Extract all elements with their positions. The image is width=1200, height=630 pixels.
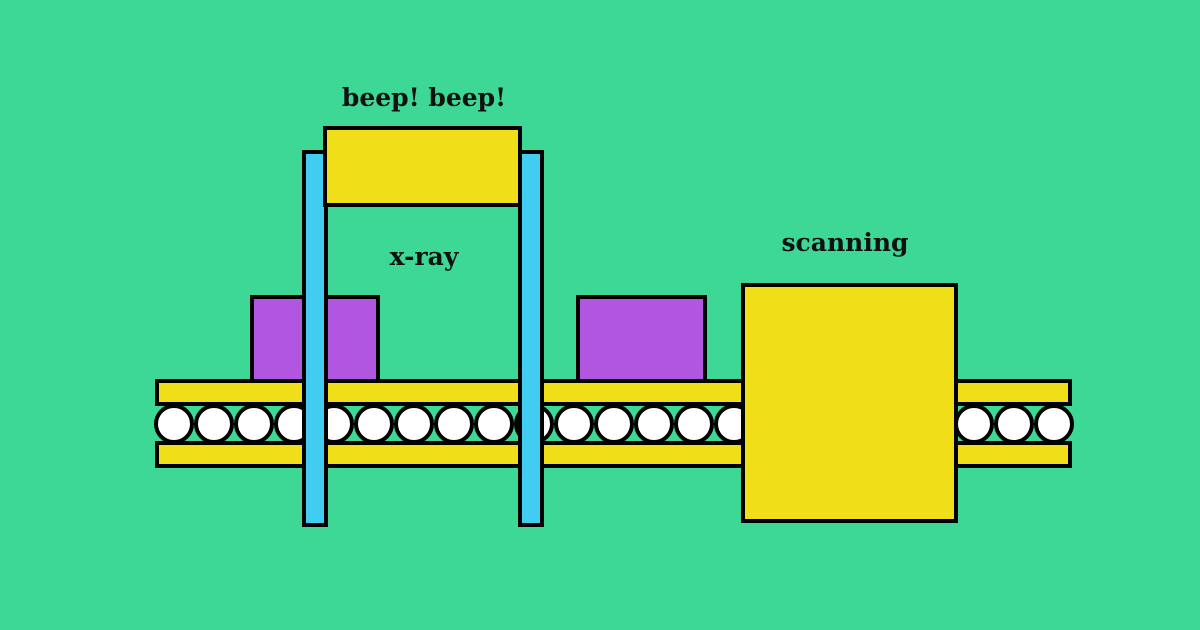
xray-label: x-ray bbox=[390, 242, 460, 271]
scanner-machine bbox=[741, 283, 958, 523]
roller bbox=[194, 404, 234, 444]
roller bbox=[1034, 404, 1074, 444]
roller bbox=[674, 404, 714, 444]
xray-beeper-beam bbox=[323, 126, 522, 207]
xray-right-pillar bbox=[518, 150, 544, 527]
roller bbox=[554, 404, 594, 444]
roller bbox=[954, 404, 994, 444]
roller bbox=[994, 404, 1034, 444]
package-waiting bbox=[576, 295, 707, 383]
beep-label: beep! beep! bbox=[342, 83, 506, 112]
roller bbox=[234, 404, 274, 444]
roller bbox=[474, 404, 514, 444]
xray-left-pillar bbox=[302, 150, 328, 527]
roller bbox=[354, 404, 394, 444]
roller bbox=[594, 404, 634, 444]
roller bbox=[634, 404, 674, 444]
roller bbox=[154, 404, 194, 444]
roller bbox=[394, 404, 434, 444]
roller bbox=[434, 404, 474, 444]
scanning-label: scanning bbox=[781, 228, 908, 257]
